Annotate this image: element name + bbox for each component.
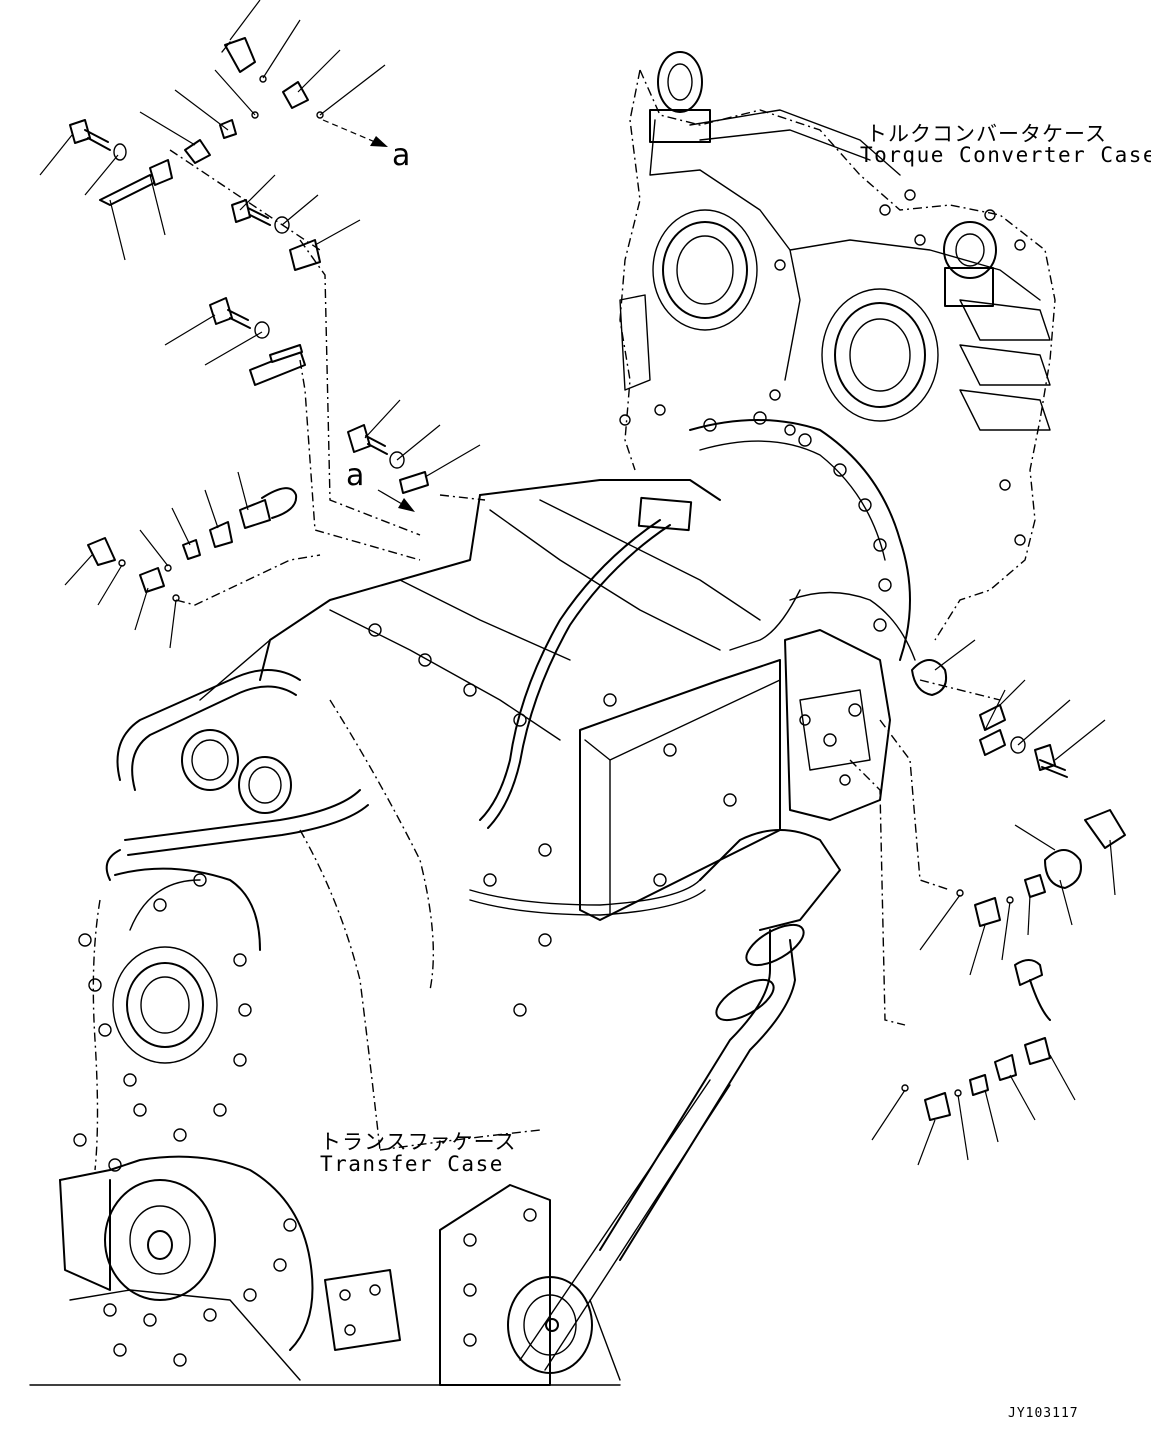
transfer-case — [59, 599, 401, 1381]
torque-converter-label-jp: トルクコンバータケース — [866, 122, 1107, 146]
transfer-case-label-en: Transfer Case — [320, 1152, 504, 1176]
exploded-parts-top-left — [39, 0, 421, 561]
torque-converter-label-en: Torque Converter Case — [860, 143, 1151, 167]
exploded-parts-mid — [347, 399, 486, 512]
torque-converter-case — [619, 51, 1056, 641]
transfer-case-label-jp: トランスファケース — [320, 1130, 517, 1154]
drawing-code: JY103117 — [1008, 1406, 1079, 1421]
exploded-parts-right — [849, 639, 1126, 1166]
exploded-parts-left-row — [64, 471, 321, 649]
reference-a-top: a — [392, 138, 411, 173]
propeller-shaft — [519, 829, 841, 1371]
transmission-housing — [259, 411, 916, 1151]
output-flange — [439, 1184, 621, 1386]
reference-a-mid: a — [346, 458, 365, 493]
